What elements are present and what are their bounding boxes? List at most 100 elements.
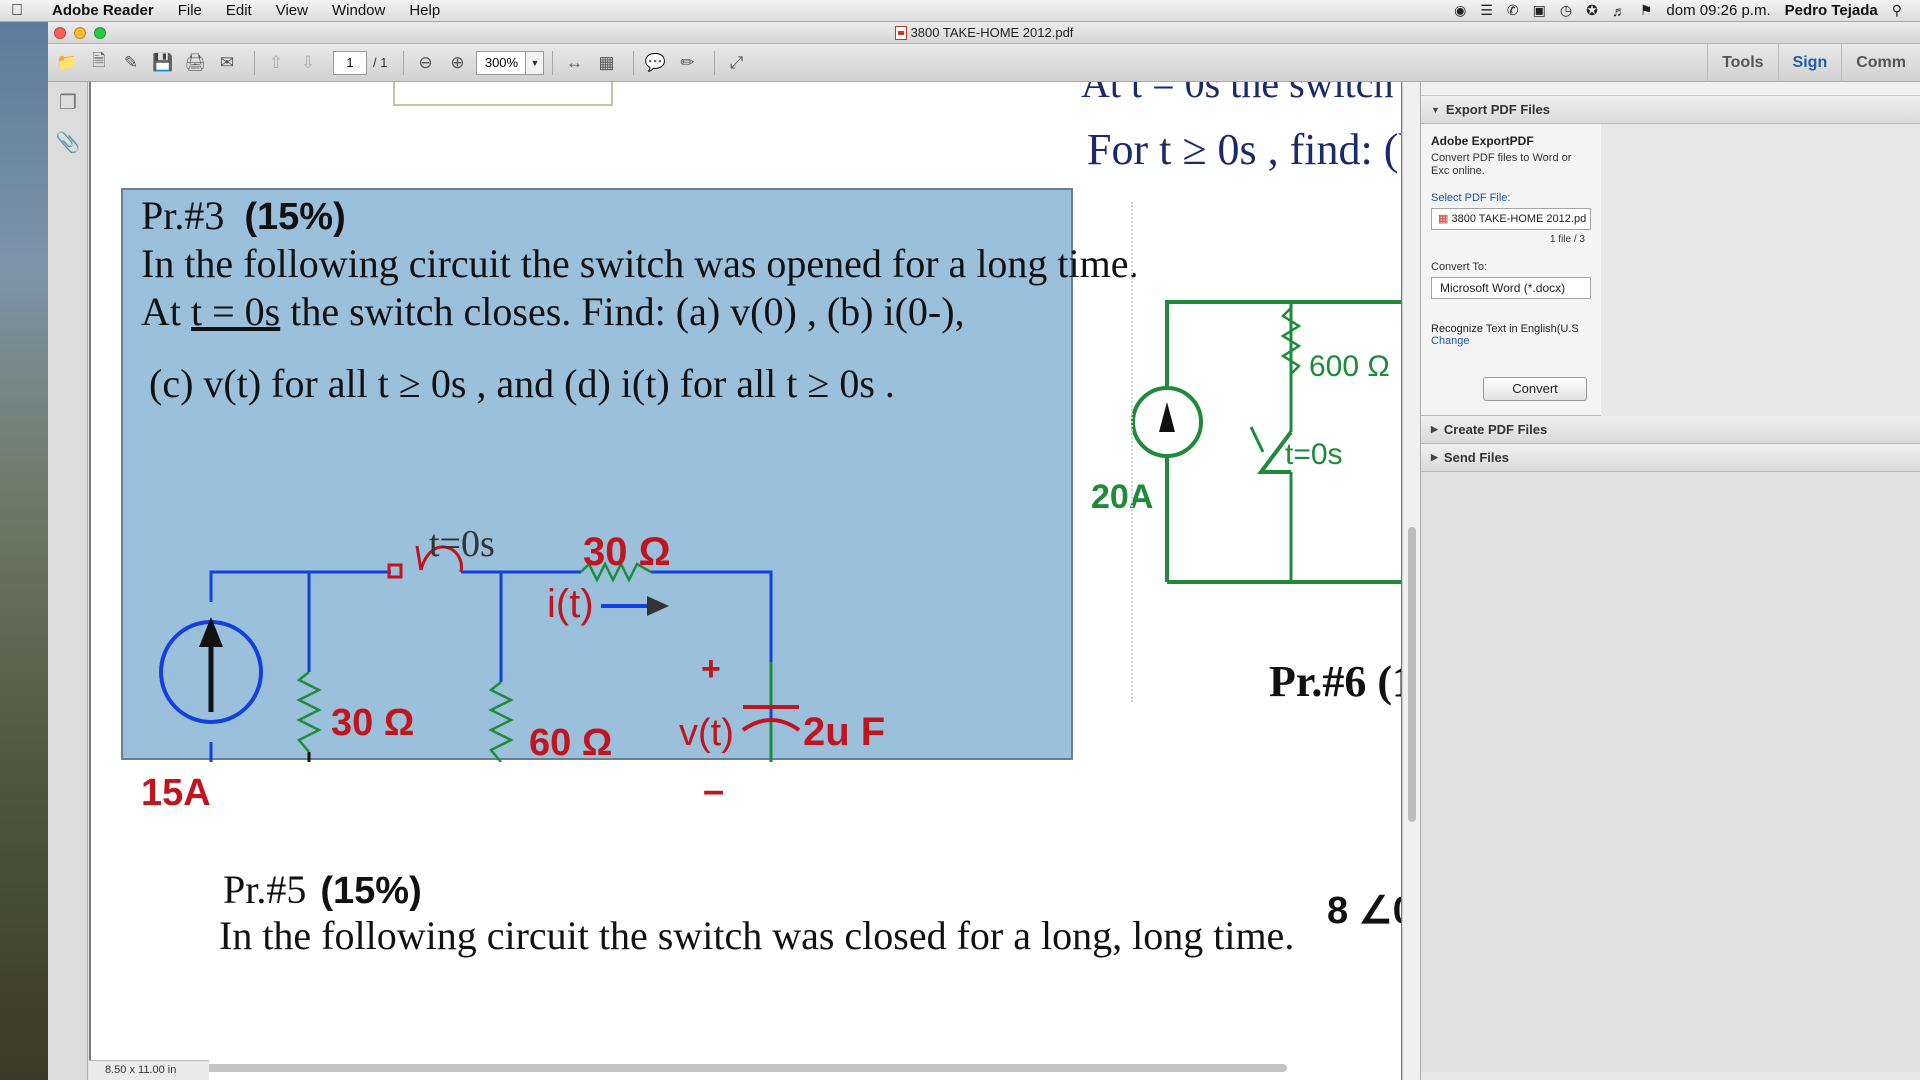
export-description: Convert PDF files to Word or Exc online.: [1431, 152, 1572, 177]
email-icon[interactable]: ✉: [219, 52, 235, 72]
pr3-percent: (15%): [244, 196, 346, 238]
open-file-icon[interactable]: 📁: [56, 52, 78, 72]
source-20a-arrow-icon: [1159, 402, 1175, 432]
desktop-background: [0, 0, 48, 1080]
reader-window: 3800 TAKE-HOME 2012.pdf 📁 🗎 ✎ 💾 🖨 ✉ ⇧ ⇩ …: [48, 22, 1920, 1080]
create-pdf-section-title: Create PDF Files: [1443, 422, 1548, 437]
us-flag-icon[interactable]: ⚑: [1639, 2, 1653, 18]
time-machine-icon[interactable]: ◷: [1559, 2, 1573, 18]
circuit-6-switch-label: t=0s: [1285, 438, 1343, 471]
circuit-3-diagram: [159, 545, 801, 762]
comment-icon[interactable]: 💬: [644, 52, 667, 72]
wifi-icon[interactable]: ☰: [1480, 2, 1493, 18]
menubar-user[interactable]: Pedro Tejada: [1784, 2, 1878, 19]
fit-page-icon[interactable]: ▦: [598, 52, 615, 72]
voltage-plus: +: [701, 650, 721, 688]
capacitor-label: 2u F: [803, 710, 886, 754]
create-pdf-section-header[interactable]: ▶ Create PDF Files: [1421, 416, 1920, 444]
switch-6-arm: [1257, 430, 1293, 474]
disclosure-open-icon: ▼: [1431, 104, 1440, 115]
tools-button[interactable]: Tools: [1707, 44, 1777, 82]
pr3-heading: Pr.#3 (15%): [141, 192, 346, 239]
menubar:  Adobe Reader File Edit View Window Hel…: [0, 0, 1920, 22]
select-file-label: Select PDF File:: [1431, 192, 1511, 204]
phone-icon[interactable]: ✆: [1506, 2, 1519, 18]
menu-edit[interactable]: Edit: [225, 1, 252, 19]
disclosure-closed-icon: ▶: [1431, 452, 1438, 462]
edit-icon[interactable]: ✎: [123, 52, 139, 72]
document-viewport[interactable]: At t = 0s the switch open For t ≥ 0s , f…: [89, 82, 1420, 1080]
close-window-button[interactable]: [54, 27, 66, 39]
zoom-level-input[interactable]: 300%: [476, 50, 527, 75]
toolbar-separator: [403, 50, 405, 75]
phasor-source-label: 8 ∠0° A: [1327, 890, 1401, 932]
problem-3-panel: [121, 188, 1073, 760]
circuit-6-diagram: [1131, 300, 1401, 584]
send-files-section-header[interactable]: ▶ Send Files: [1421, 444, 1920, 472]
page-total: / 1: [373, 55, 388, 70]
export-pdf-section-title: Export PDF Files: [1445, 102, 1550, 117]
comment-button[interactable]: Comm: [1841, 44, 1920, 82]
menubar-clock[interactable]: dom 09:26 p.m.: [1666, 2, 1771, 19]
menu-app-name[interactable]: Adobe Reader: [52, 1, 154, 19]
sign-button[interactable]: Sign: [1777, 44, 1842, 82]
convert-button[interactable]: Convert: [1483, 377, 1587, 401]
pr5-line-1: In the following circuit the switch was …: [219, 913, 1295, 958]
pr3-line-2-time: t = 0s: [191, 289, 281, 334]
wire-top-left: [209, 570, 391, 602]
bluetooth-icon[interactable]: ✪: [1586, 2, 1598, 18]
page-size-label: 8.50 x 11.00 in: [89, 1060, 209, 1080]
toolbar-separator: [254, 50, 255, 75]
print-icon[interactable]: 🖨: [184, 52, 206, 72]
minimize-window-button[interactable]: [74, 27, 86, 39]
next-page-icon[interactable]: ⇩: [300, 52, 316, 72]
menu-window[interactable]: Window: [331, 1, 386, 19]
window-title: 3800 TAKE-HOME 2012.pdf: [910, 25, 1074, 40]
resistor-30: [296, 671, 322, 753]
menu-file[interactable]: File: [177, 1, 202, 19]
save-icon[interactable]: 💾: [152, 52, 174, 72]
page-number-input[interactable]: 1: [333, 50, 367, 75]
menu-view[interactable]: View: [275, 1, 308, 19]
selected-file-field[interactable]: ▦ 3800 TAKE-HOME 2012.pd: [1431, 208, 1591, 230]
page-thumbnails-icon[interactable]: ❐: [59, 91, 77, 114]
spotlight-search-icon[interactable]: ⚲: [1891, 2, 1902, 18]
horizontal-scroll-thumb[interactable]: [177, 1064, 1287, 1072]
attachments-paperclip-icon[interactable]: 📎: [55, 131, 81, 154]
volume-icon[interactable]: ♬: [1611, 2, 1626, 19]
zoom-dropdown-chevron-icon[interactable]: ▼: [526, 50, 545, 75]
vertical-scroll-thumb[interactable]: [1408, 527, 1416, 822]
resistor-60: [488, 681, 514, 762]
create-pdf-icon[interactable]: 🗎: [92, 51, 106, 70]
partial-figure-box: [393, 82, 613, 106]
menu-help[interactable]: Help: [409, 1, 441, 19]
display-icon[interactable]: ▣: [1532, 2, 1546, 18]
apple-menu-icon[interactable]: : [0, 2, 34, 20]
change-language-link[interactable]: Change: [1431, 335, 1470, 347]
toolbar-separator: [714, 50, 716, 75]
export-pdf-section-header[interactable]: ▼ Export PDF Files: [1421, 96, 1920, 124]
zoom-window-button[interactable]: [94, 27, 106, 39]
highlight-icon[interactable]: ✏: [680, 52, 695, 72]
resistor-2-label: 60 Ω: [529, 722, 613, 764]
notification-icon[interactable]: ◉: [1454, 2, 1467, 18]
vertical-scrollbar[interactable]: [1402, 82, 1420, 1080]
convert-to-select[interactable]: Microsoft Word (*.docx): [1431, 277, 1591, 299]
circuit-6-resistor-label: 600 Ω: [1309, 350, 1390, 383]
fullscreen-icon[interactable]: ⤢: [729, 52, 744, 72]
fit-width-icon[interactable]: ↔: [565, 52, 583, 72]
current-label: i(t): [547, 582, 594, 626]
zoom-out-icon[interactable]: ⊖: [418, 52, 433, 72]
window-titlebar: 3800 TAKE-HOME 2012.pdf: [48, 22, 1920, 44]
previous-page-icon[interactable]: ⇧: [268, 52, 284, 72]
zoom-in-icon[interactable]: ⊕: [450, 52, 465, 72]
file-count: 1 file / 3: [1549, 234, 1585, 245]
pr3-line-1: In the following circuit the switch was …: [141, 241, 1139, 286]
tools-pane-top: S: [1421, 82, 1920, 96]
pr5-percent: (15%): [320, 870, 422, 912]
pdf-page: At t = 0s the switch open For t ≥ 0s , f…: [91, 82, 1401, 1080]
voltage-minus: –: [703, 770, 725, 812]
series-resistor-label: 30 Ω: [583, 530, 671, 574]
main-toolbar: 📁 🗎 ✎ 💾 🖨 ✉ ⇧ ⇩ 1 / 1 ⊖ ⊕ 300% ▼ ↔ ▦ 💬 ✏…: [48, 44, 1920, 82]
tools-pane: S ▼ Export PDF Files Adobe ExportPDF Con…: [1420, 82, 1920, 1080]
